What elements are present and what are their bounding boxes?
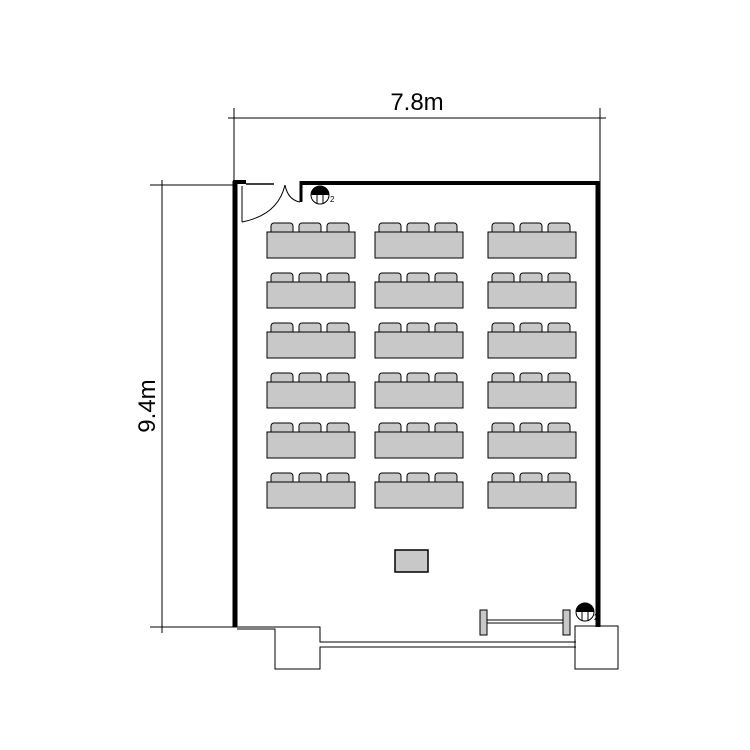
walls (220, 180, 619, 670)
table (374, 381, 464, 409)
table (374, 431, 464, 459)
desk (487, 472, 577, 509)
desk (266, 322, 356, 359)
table (374, 331, 464, 359)
table (487, 431, 577, 459)
outlet-label: 2 (594, 613, 599, 622)
desk (266, 372, 356, 409)
table (487, 381, 577, 409)
outlet-label: 2 (330, 195, 335, 204)
table (266, 331, 356, 359)
desk (487, 272, 577, 309)
table (487, 481, 577, 509)
desk (374, 222, 464, 259)
table (266, 231, 356, 259)
table (266, 381, 356, 409)
desk (374, 272, 464, 309)
lectern (394, 549, 429, 573)
table (487, 231, 577, 259)
whiteboard (479, 609, 571, 636)
width-dimension (228, 108, 606, 186)
table (374, 481, 464, 509)
desk (374, 322, 464, 359)
desk (487, 422, 577, 459)
outlet-icon: 2 (575, 602, 599, 622)
desk-grid (266, 222, 577, 509)
table (487, 281, 577, 309)
table (374, 231, 464, 259)
desk (374, 372, 464, 409)
table (266, 431, 356, 459)
desk (487, 372, 577, 409)
height-dimension (150, 180, 236, 633)
desk (374, 472, 464, 509)
desk (266, 422, 356, 459)
desk (374, 422, 464, 459)
desk (266, 222, 356, 259)
width-label: 7.8m (390, 89, 443, 116)
table (266, 481, 356, 509)
height-label: 9.4m (134, 379, 161, 432)
table (374, 281, 464, 309)
table (266, 281, 356, 309)
desk (266, 472, 356, 509)
desk (487, 222, 577, 259)
table (487, 331, 577, 359)
desk (266, 272, 356, 309)
desk (487, 322, 577, 359)
outlet-icon: 2 (310, 185, 335, 205)
